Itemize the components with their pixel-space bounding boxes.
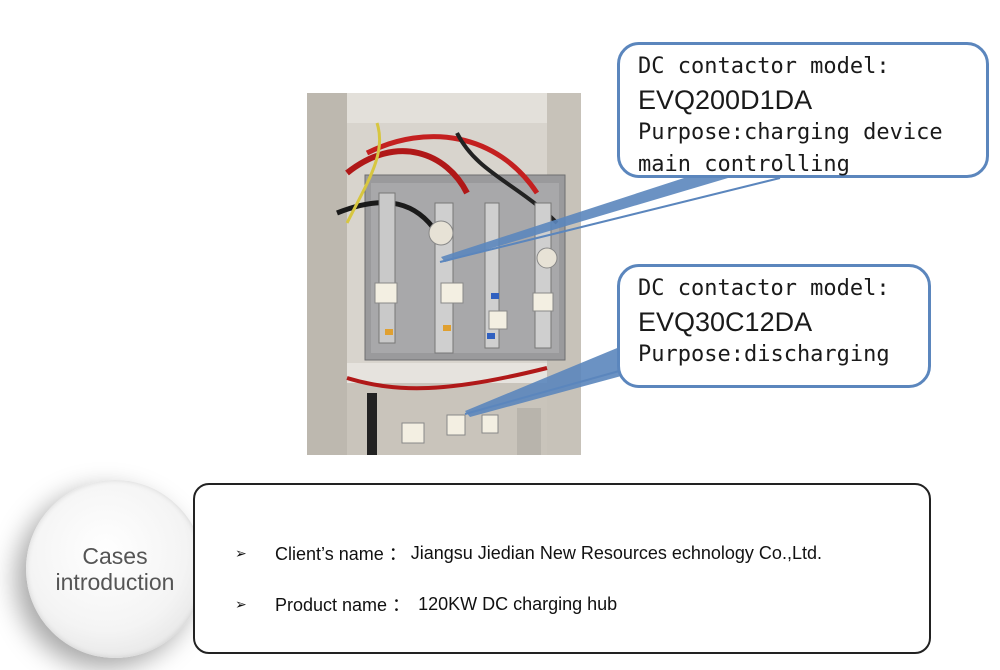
callout-purpose: Purpose:discharging bbox=[638, 342, 890, 367]
product-name-value: 120KW DC charging hub bbox=[418, 593, 618, 614]
callout-purpose-continued: main controlling bbox=[638, 152, 850, 177]
callout-purpose: Purpose:charging device bbox=[638, 120, 943, 145]
case-info-box: ➢ Client’s name ： Jiangsu Jiedian New Re… bbox=[193, 483, 931, 654]
client-name-label: Client’s name ： bbox=[275, 544, 407, 564]
callout-title: DC contactor model: bbox=[638, 54, 890, 79]
callout-discharge-contactor: DC contactor model: EVQ30C12DA Purpose:d… bbox=[617, 264, 931, 388]
cases-introduction-badge: Cases introduction bbox=[26, 480, 204, 658]
client-name-value: Jiangsu Jiedian New Resources echnology … bbox=[410, 542, 822, 563]
cabinet-photo bbox=[307, 93, 581, 455]
cases-label: Cases bbox=[82, 543, 148, 569]
product-name-row: ➢ Product name ： 120KW DC charging hub bbox=[235, 591, 617, 617]
callout-model: EVQ200D1DA bbox=[638, 85, 813, 115]
client-name-row: ➢ Client’s name ： Jiangsu Jiedian New Re… bbox=[235, 540, 822, 566]
introduction-label: introduction bbox=[55, 569, 175, 595]
bullet-arrow-icon: ➢ bbox=[235, 595, 247, 612]
callout-main-contactor: DC contactor model: EVQ200D1DA Purpose:c… bbox=[617, 42, 989, 178]
product-name-label: Product name ： bbox=[275, 595, 411, 615]
callout-model: EVQ30C12DA bbox=[638, 307, 813, 337]
bullet-arrow-icon: ➢ bbox=[235, 544, 247, 561]
callout-title: DC contactor model: bbox=[638, 276, 890, 301]
cabinet-photo-illustration bbox=[307, 93, 581, 455]
